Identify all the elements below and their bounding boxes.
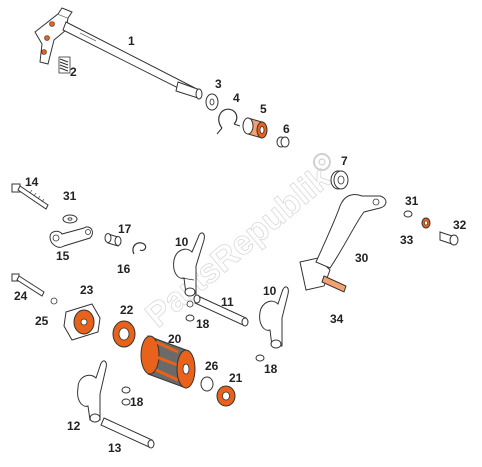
callout-24: 24	[14, 289, 28, 303]
return-spring[interactable]	[132, 242, 147, 255]
gear-icon	[313, 153, 331, 171]
callout-31-right: 31	[405, 194, 419, 208]
callout-33: 33	[400, 233, 414, 247]
callout-11: 11	[221, 295, 234, 309]
spacer-ring[interactable]	[200, 376, 214, 392]
callout-15: 15	[56, 249, 70, 263]
shift-fork-upper-right[interactable]	[259, 286, 289, 349]
shaft-seal[interactable]	[276, 136, 290, 148]
dowel-pin[interactable]	[50, 297, 58, 305]
callout-10-right: 10	[263, 284, 277, 298]
callout-6: 6	[283, 122, 290, 136]
fork-roller-middle[interactable]	[185, 314, 195, 322]
drum-bearing[interactable]	[112, 320, 136, 348]
callout-22: 22	[120, 303, 134, 317]
callout-26: 26	[205, 359, 219, 373]
callout-7: 7	[341, 154, 348, 168]
callout-labels: 1 2 3 4 5 6 7 14 31 15 17 16 10 11 18 10…	[14, 34, 467, 455]
callout-30: 30	[355, 251, 369, 265]
callout-5: 5	[260, 102, 267, 116]
callout-10-left: 10	[175, 235, 189, 249]
fork-roller-lower[interactable]	[121, 386, 131, 406]
callout-32: 32	[453, 218, 467, 232]
callout-12: 12	[67, 419, 81, 433]
shift-pedal[interactable]	[299, 193, 387, 293]
callout-18-middle: 18	[196, 317, 210, 331]
callout-16: 16	[117, 262, 131, 276]
shift-drum-locator[interactable]	[63, 303, 101, 341]
shift-drum[interactable]	[140, 335, 196, 389]
shift-lever[interactable]	[49, 226, 93, 248]
needle-bearing[interactable]	[216, 385, 236, 407]
circlip[interactable]	[216, 108, 241, 135]
fork-rail[interactable]	[193, 294, 249, 327]
callout-31-left: 31	[63, 189, 77, 203]
screw[interactable]	[11, 273, 45, 297]
callout-4: 4	[233, 91, 240, 105]
bolt[interactable]	[11, 183, 49, 210]
callout-18-lower: 18	[130, 395, 144, 409]
bushing[interactable]	[242, 117, 268, 139]
callout-13: 13	[108, 441, 122, 455]
watermark: PartsRepublik	[138, 158, 338, 335]
callout-17: 17	[118, 222, 132, 236]
callout-3: 3	[215, 77, 222, 91]
roller-bushing[interactable]	[104, 233, 122, 247]
callout-21: 21	[229, 371, 243, 385]
seal-ring[interactable]	[330, 170, 349, 190]
callout-23: 23	[80, 283, 94, 297]
shift-fork-lower[interactable]	[77, 360, 107, 423]
callout-18-right: 18	[264, 362, 278, 376]
spring-washer[interactable]	[421, 217, 431, 229]
washer-small-right[interactable]	[403, 210, 413, 218]
callout-1: 1	[128, 34, 135, 48]
shift-fork-upper-left[interactable]	[173, 232, 205, 308]
callout-20: 20	[168, 332, 182, 346]
washer-small-left[interactable]	[62, 214, 78, 224]
washer[interactable]	[205, 93, 219, 111]
callout-14: 14	[25, 175, 39, 189]
callout-34: 34	[330, 312, 344, 326]
callout-2: 2	[70, 65, 77, 79]
pedal-bolt[interactable]	[439, 231, 459, 246]
watermark-text: PartsRepublik	[138, 159, 338, 335]
fork-rail-lower[interactable]	[100, 417, 155, 449]
fork-roller-right[interactable]	[255, 354, 265, 362]
callout-25: 25	[35, 314, 49, 328]
shift-shaft[interactable]	[34, 7, 203, 100]
torsion-spring[interactable]	[58, 56, 71, 74]
